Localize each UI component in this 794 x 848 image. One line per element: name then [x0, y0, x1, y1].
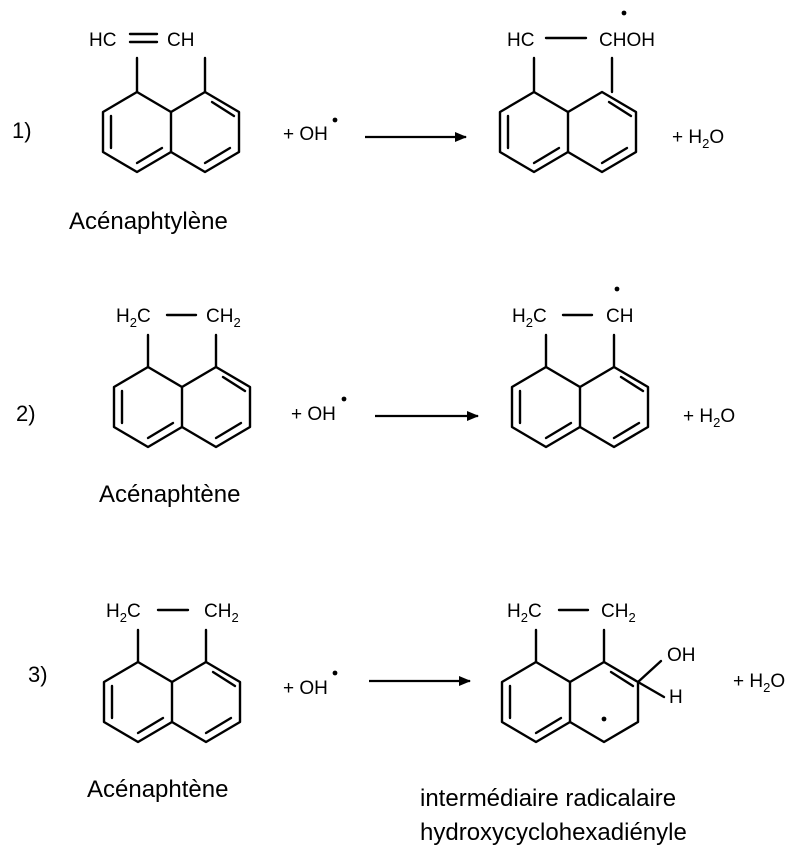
- hydrogen-atom: H: [669, 687, 683, 708]
- naphthalene-ring: [102, 660, 242, 744]
- radical-dot: [621, 10, 627, 16]
- reactant-name: Acénaphtylène: [69, 208, 228, 235]
- radical-dot: [341, 396, 347, 402]
- reagent-hydroxyl: + OH: [283, 124, 328, 145]
- reaction-2: 2) H2C CH2 Acénaphtène + OH H2C: [16, 286, 735, 508]
- naphthalene-ring: [101, 90, 241, 174]
- byproduct-water: + H2O: [733, 671, 785, 695]
- radical-dot: [601, 716, 607, 722]
- substituent-left: H2C: [507, 601, 542, 625]
- radical-dot: [332, 670, 338, 676]
- substituent-left: H2C: [512, 306, 547, 330]
- product-3: H2C CH2 OH H: [500, 601, 696, 744]
- reactant-acenaphthylene: HC CH: [89, 30, 241, 174]
- substituent-left: HC: [89, 30, 116, 51]
- reaction-1: 1) HC CH Acénaphtylène + OH H: [12, 10, 724, 235]
- byproduct-water: + H2O: [672, 127, 724, 151]
- product-name-line-1: intermédiaire radicalaire: [420, 785, 676, 812]
- reactant-acenaphthene: H2C CH2: [102, 601, 242, 744]
- product-1: HC CHOH: [498, 10, 655, 174]
- substituent-right: CH2: [206, 306, 241, 330]
- radical-dot: [332, 117, 338, 123]
- reagent-hydroxyl: + OH: [291, 404, 336, 425]
- product-2: H2C CH: [510, 286, 650, 449]
- hydroxyl-group: OH: [667, 645, 696, 666]
- bond-to-h: [636, 680, 666, 699]
- substituent-left: HC: [507, 30, 534, 51]
- reactant-name: Acénaphtène: [99, 481, 240, 508]
- reactant-name: Acénaphtène: [87, 776, 228, 803]
- bicyclic-ring: [500, 660, 640, 744]
- bond-to-oh: [636, 659, 663, 684]
- substituent-right: CH2: [601, 601, 636, 625]
- radical-dot: [614, 286, 620, 292]
- naphthalene-ring: [498, 90, 638, 174]
- naphthalene-ring: [510, 365, 650, 449]
- reaction-number: 1): [12, 118, 32, 143]
- substituent-left: H2C: [116, 306, 151, 330]
- reaction-3: 3) H2C CH2 Acénaphtène + OH H2C: [28, 601, 785, 846]
- product-name-line-2: hydroxycyclohexadiényle: [420, 819, 687, 846]
- reactant-acenaphthene: H2C CH2: [112, 306, 252, 449]
- reagent-hydroxyl: + OH: [283, 678, 328, 699]
- substituent-right: CH: [167, 30, 194, 51]
- byproduct-water: + H2O: [683, 406, 735, 430]
- reaction-number: 2): [16, 401, 36, 426]
- substituent-right: CH2: [204, 601, 239, 625]
- substituent-right: CHOH: [599, 30, 655, 51]
- substituent-right: CH: [606, 306, 633, 327]
- substituent-left: H2C: [106, 601, 141, 625]
- reaction-number: 3): [28, 662, 48, 687]
- naphthalene-ring: [112, 365, 252, 449]
